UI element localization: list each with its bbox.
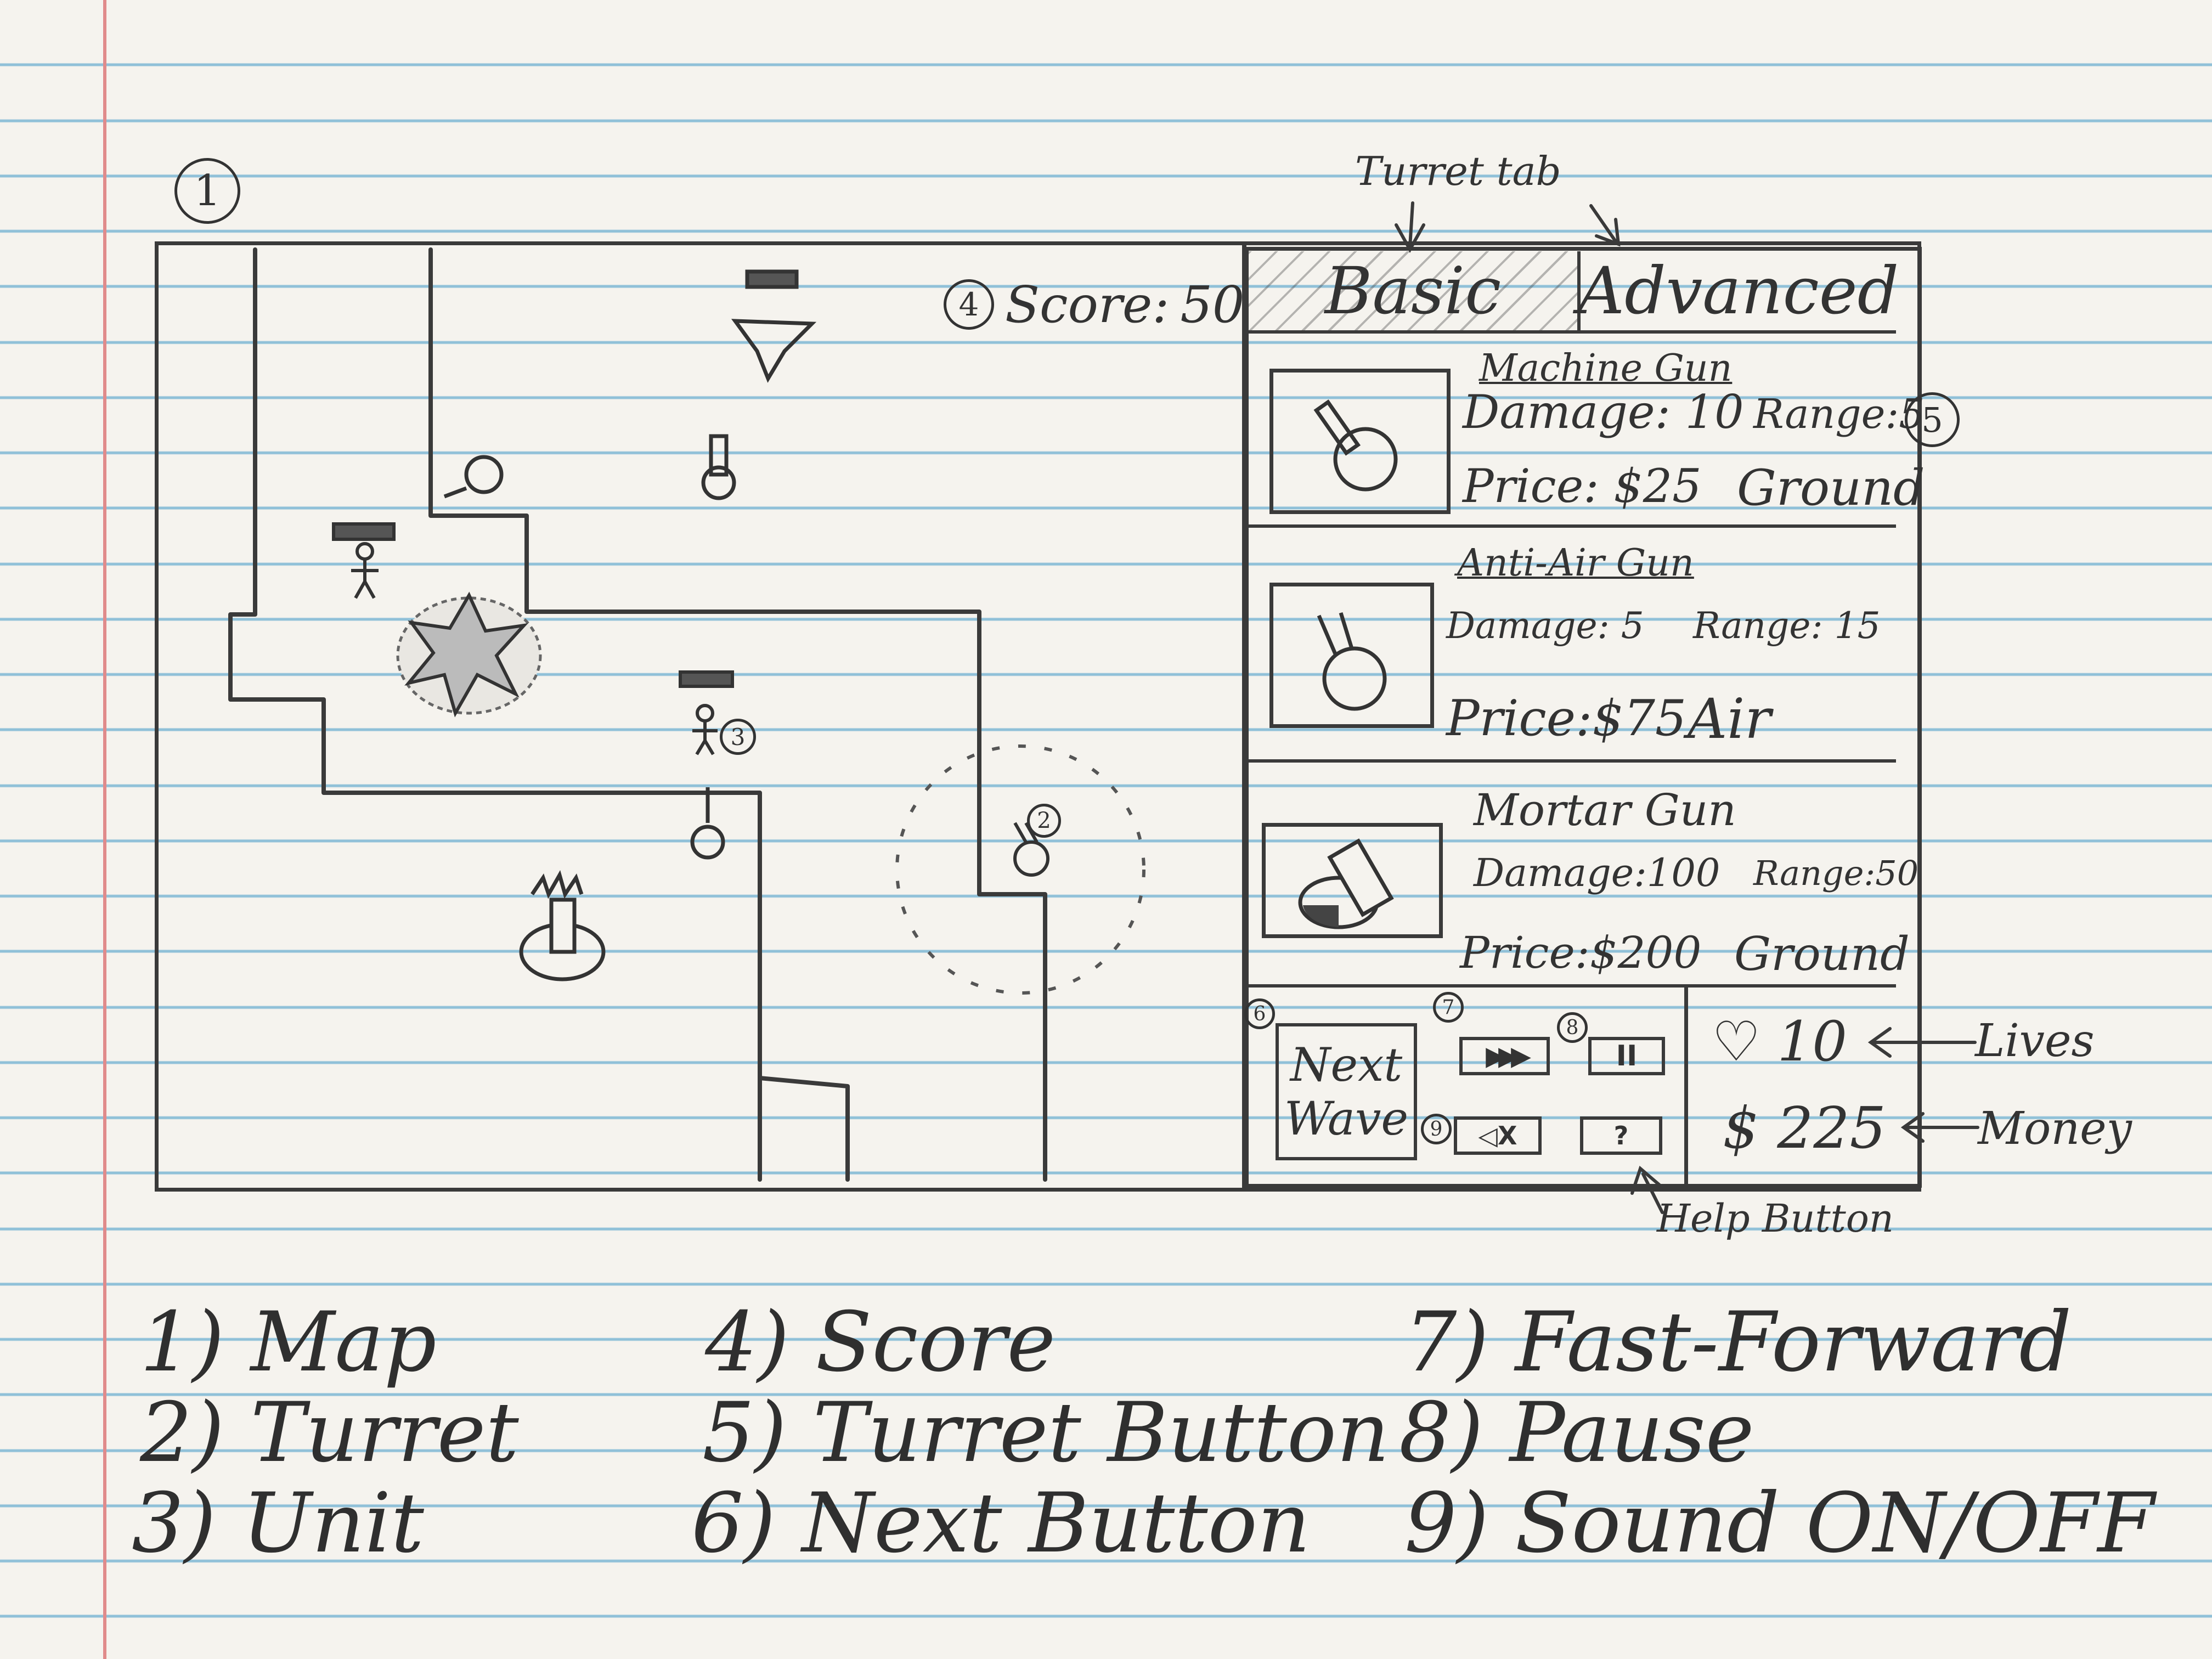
turret-type: Ground: [1737, 459, 1925, 517]
fast-forward-button[interactable]: ▶▶▶: [1459, 1037, 1550, 1075]
sound-toggle-button[interactable]: ◁X: [1454, 1116, 1542, 1155]
unit-icon: [332, 522, 396, 599]
mortar-gun-icon: [1298, 838, 1394, 929]
turret-damage: Damage: 5: [1446, 605, 1644, 647]
marker-fast-forward-number: 7: [1442, 996, 1455, 1019]
marker-next-number: 6: [1253, 1002, 1266, 1025]
annotation-help-button: Help Button: [1657, 1196, 1894, 1241]
annotation-lives: Lives: [1975, 1015, 2095, 1067]
legend-item: 8) Pause: [1399, 1385, 1754, 1481]
pause-icon: II: [1616, 1040, 1638, 1073]
map-wall-outer-left: [228, 247, 762, 1182]
legend-item: 5) Turret Button: [702, 1385, 1390, 1481]
turret-type: Air: [1688, 687, 1771, 751]
turret-icon: [443, 455, 504, 499]
legend-item: 2) Turret: [140, 1385, 519, 1481]
explosion-icon: [396, 591, 542, 718]
annotation-turret-tab: Turret tab: [1355, 148, 1561, 194]
turret-range: Range:5: [1753, 391, 1925, 438]
map-wall-inner-left: [428, 247, 1047, 1182]
turret-icon: [519, 870, 606, 981]
tab-advanced-label: Advanced: [1577, 253, 1899, 329]
lives-value: 10: [1777, 1009, 1847, 1074]
turret-damage: Damage: 10: [1463, 385, 1744, 439]
legend-item: 9) Sound ON/OFF: [1404, 1476, 2155, 1571]
marker-turret-button: 5: [1905, 392, 1960, 447]
lives-display: ♡ 10: [1712, 1009, 1847, 1074]
next-wave-line2: Wave: [1284, 1092, 1409, 1146]
marker-score-number: 4: [958, 286, 979, 323]
legend-item: 1) Map: [140, 1295, 437, 1390]
marker-sound: 9: [1421, 1114, 1452, 1144]
marker-next: 6: [1244, 998, 1275, 1029]
controls-divider: [1684, 988, 1688, 1188]
turret-damage: Damage:100: [1474, 850, 1720, 895]
marker-turret-number: 2: [1037, 808, 1051, 833]
turret-thumb: [1269, 583, 1434, 728]
pause-button[interactable]: II: [1588, 1037, 1665, 1075]
heart-icon: ♡: [1712, 1009, 1761, 1074]
legend-item: 3) Unit: [132, 1476, 424, 1571]
legend-item: 6) Next Button: [691, 1476, 1311, 1571]
marker-map: 1: [174, 158, 240, 224]
notebook-margin-line: [103, 0, 106, 1659]
turret-range: Range:50: [1753, 853, 1919, 893]
turret-panel: [1244, 247, 1922, 1188]
marker-unit-number: 3: [730, 723, 746, 751]
turret-button-mortar-gun[interactable]: Mortar Gun Damage:100 Range:50 Price:$20…: [1249, 763, 1918, 988]
anti-air-gun-icon: [1317, 612, 1387, 711]
sound-icon: ◁X: [1478, 1121, 1517, 1150]
marker-score: 4: [944, 279, 994, 330]
marker-map-number: 1: [194, 166, 221, 216]
turret-thumb: [1262, 823, 1443, 938]
turret-range-ring: [895, 744, 1146, 995]
turret-name: Mortar Gun: [1474, 785, 1736, 836]
legend-item: 4) Score: [705, 1295, 1056, 1390]
legend-item: 7) Fast-Forward: [1404, 1295, 2072, 1390]
help-button[interactable]: ?: [1580, 1116, 1662, 1155]
turret-type: Ground: [1734, 927, 1910, 981]
marker-pause-number: 8: [1566, 1016, 1579, 1039]
turret-icon: [690, 787, 725, 860]
help-icon: ?: [1613, 1121, 1629, 1150]
map-wall-bottom: [758, 1076, 850, 1182]
score-value: 50: [1180, 275, 1245, 334]
unit-icon: [679, 670, 734, 755]
marker-fast-forward: 7: [1433, 992, 1464, 1023]
turret-name: Machine Gun: [1479, 347, 1733, 390]
turret-range: Range: 15: [1693, 605, 1881, 647]
next-wave-line1: Next: [1290, 1038, 1403, 1092]
tab-basic-label: Basic: [1324, 253, 1502, 329]
annotation-money: Money: [1978, 1103, 2132, 1155]
marker-sound-number: 9: [1430, 1118, 1443, 1141]
marker-turret: 2: [1027, 804, 1061, 838]
score-display: 4 Score: 50: [944, 272, 1244, 337]
turret-icon: [701, 269, 817, 500]
turret-button-anti-air-gun[interactable]: Anti-Air Gun Damage: 5 Range: 15 Price:$…: [1249, 528, 1896, 763]
tab-advanced[interactable]: Advanced: [1577, 251, 1899, 334]
turret-button-machine-gun[interactable]: Machine Gun Damage: 10 Range:5 Price: $2…: [1249, 336, 1925, 528]
tab-basic[interactable]: Basic: [1249, 251, 1581, 334]
marker-unit: 3: [720, 719, 756, 755]
marker-pause: 8: [1557, 1012, 1588, 1043]
turret-price: Price: $25: [1463, 459, 1702, 513]
turret-price: Price:$75: [1446, 690, 1687, 747]
turret-thumb: [1269, 369, 1451, 514]
machine-gun-icon: [1313, 399, 1398, 492]
marker-turret-button-number: 5: [1921, 399, 1943, 440]
turret-name: Anti-Air Gun: [1457, 541, 1694, 585]
next-wave-button[interactable]: Next Wave: [1276, 1023, 1417, 1160]
turret-price: Price:$200: [1460, 927, 1702, 978]
money-value: $ 225: [1723, 1094, 1886, 1161]
score-label: Score:: [1005, 275, 1170, 334]
